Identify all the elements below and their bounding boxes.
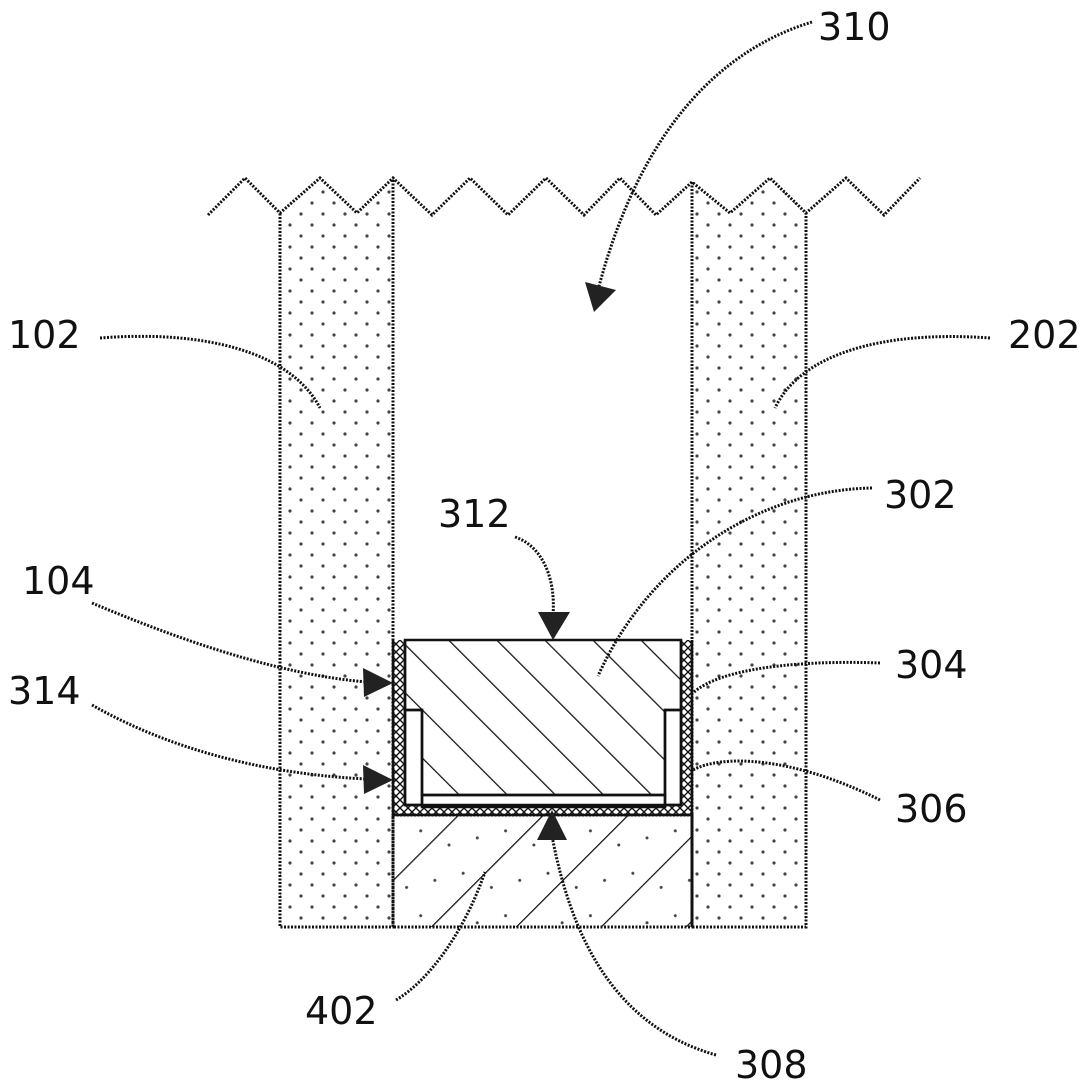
- right-wall-202: [692, 178, 806, 927]
- label-102: 102: [8, 313, 81, 357]
- label-104: 104: [22, 559, 95, 603]
- label-306: 306: [895, 787, 968, 831]
- spacer-314: [405, 710, 422, 805]
- label-308: 308: [735, 1043, 808, 1087]
- left-wall-102: [280, 178, 393, 927]
- arrowhead-312: [538, 612, 570, 640]
- label-202: 202: [1008, 313, 1081, 357]
- spacer-306: [665, 710, 681, 805]
- label-304: 304: [895, 643, 968, 687]
- fill-302: [405, 640, 681, 795]
- label-402: 402: [305, 989, 378, 1033]
- label-314: 314: [8, 669, 81, 713]
- label-302: 302: [884, 473, 957, 517]
- label-310: 310: [818, 5, 891, 49]
- arrowhead-310: [585, 282, 616, 312]
- leader-312: [515, 537, 553, 615]
- label-312: 312: [438, 492, 511, 536]
